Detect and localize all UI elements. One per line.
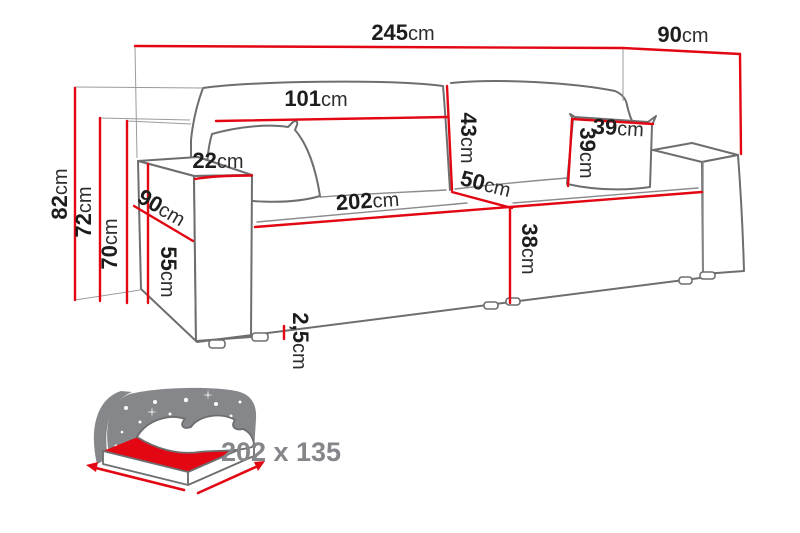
sofa-foot (208, 339, 226, 349)
ext-line-245-left (134, 45, 138, 159)
sleeping-area-label: 202 x 135 (221, 437, 341, 467)
dim-label-seat-width: 202cm (335, 186, 400, 215)
ext-line-70 (126, 120, 192, 125)
dim-label-total-height: 82cm (47, 168, 72, 219)
bed-mattress-side-right (187, 442, 255, 486)
seat-front-seam-right (512, 187, 699, 204)
extension-lines (74, 45, 624, 301)
dim-label-armrest-height: 55cm (156, 246, 181, 297)
backrest-left-edge (190, 87, 204, 163)
dim-line-seat-depth (450, 190, 514, 210)
dim-line-back-cushion-width (214, 115, 449, 123)
dim-line-pillow-height (566, 118, 574, 188)
sofa-foot (505, 297, 521, 306)
dim-label-pillow-height: 39cm (575, 127, 600, 178)
dim-label-backrest-height: 72cm (71, 186, 96, 237)
ext-line-floor (74, 289, 141, 301)
night-sky-crescent (93, 391, 132, 464)
dim-label-cushion-top-height: 70cm (97, 218, 122, 269)
dim-line-total-width (133, 44, 625, 50)
dim-line-total-depth (621, 46, 742, 56)
ext-line-82 (74, 86, 204, 89)
dim-label-pillow-width: 39cm (592, 114, 644, 142)
seat-front-seam-left (256, 202, 468, 223)
dim-line-depth-drop (738, 52, 743, 156)
dim-line-pillow-width (570, 117, 655, 126)
backrest-left-cushion (202, 80, 451, 191)
bed-width-arrowhead (86, 462, 98, 472)
base-bottom-edge (196, 277, 701, 343)
dim-label-total-depth: 90cm (657, 22, 708, 47)
dimension-lines (73, 44, 743, 341)
ext-line-72 (99, 117, 191, 121)
dim-line-armrest-depth (132, 204, 195, 243)
dim-label-armrest-width: 22cm (192, 148, 243, 173)
bed-width-arrow (94, 466, 186, 492)
sofa-foot (699, 271, 716, 280)
sofa-drawing (137, 80, 745, 349)
pillow-small (566, 113, 657, 191)
dim-label-back-cushion-height: 43cm (456, 112, 481, 163)
bed-depth-arrow (196, 464, 260, 495)
sofa-foot (251, 332, 269, 342)
bed-depth-arrowhead (254, 461, 265, 471)
sofa-foot (483, 301, 499, 310)
sleeping-area-icon: 202 x 135 (86, 387, 341, 495)
dim-label-back-cushion-width: 101cm (284, 86, 347, 111)
dim-line-back-cushion-height (445, 84, 454, 192)
dim-label-seat-front-height: 38cm (517, 223, 542, 274)
bed-blanket (136, 414, 255, 454)
dim-line-armrest-width (193, 174, 254, 181)
armrest-left-front-face (193, 174, 253, 342)
sofa-foot (678, 276, 693, 285)
dim-label-total-width: 245cm (371, 20, 434, 45)
backrest-left-bottom-seam (319, 189, 447, 198)
bed-dimension-arrows (86, 461, 265, 495)
armrest-right-front-face (701, 154, 745, 275)
dim-label-leg-height: 2,5cm (288, 312, 313, 369)
backrest-right-bottom-seam (454, 177, 568, 190)
